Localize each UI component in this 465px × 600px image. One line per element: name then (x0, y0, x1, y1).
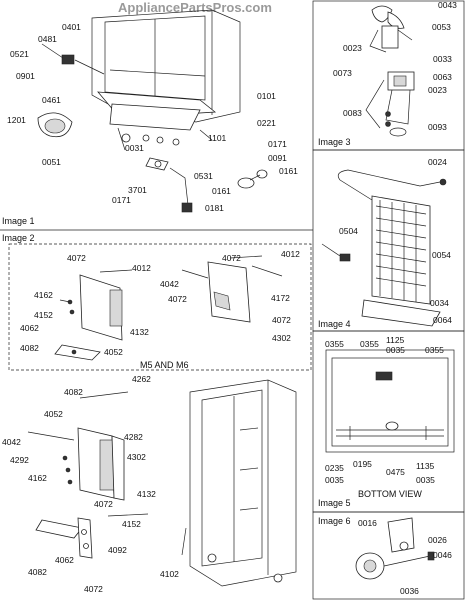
caption-image3: Image 3 (318, 137, 351, 147)
part-label: 0355 (360, 339, 379, 349)
part-label: 0401 (62, 22, 81, 32)
part-label: 0046 (433, 550, 452, 560)
part-label: 0033 (433, 54, 452, 64)
liner-assembly-drawing (27, 391, 149, 559)
image1-drawing (37, 9, 268, 213)
part-label: 0031 (125, 143, 144, 153)
m5m6-dashed-box (8, 243, 312, 371)
part-label: 0073 (333, 68, 352, 78)
image2-drawing (54, 255, 283, 361)
part-label: 4052 (44, 409, 63, 419)
part-label: 0024 (428, 157, 447, 167)
part-label: 4262 (132, 374, 151, 384)
caption-m5m6: M5 AND M6 (140, 360, 189, 370)
part-label: 0195 (353, 459, 372, 469)
caption-image1: Image 1 (2, 216, 35, 226)
part-label: 0461 (42, 95, 61, 105)
part-label: 0475 (386, 467, 405, 477)
part-label: 0101 (257, 91, 276, 101)
part-label: 0026 (428, 535, 447, 545)
part-label: 0161 (212, 186, 231, 196)
part-label: 0053 (432, 22, 451, 32)
part-label: 4282 (124, 432, 143, 442)
part-label: 0531 (194, 171, 213, 181)
image5-drawing (325, 349, 455, 453)
part-label: 0023 (343, 43, 362, 53)
part-label: 0171 (112, 195, 131, 205)
part-label: 0181 (205, 203, 224, 213)
part-label: 4042 (2, 437, 21, 447)
part-label: 4082 (64, 387, 83, 397)
part-label: 4052 (104, 347, 123, 357)
part-label: 4072 (168, 294, 187, 304)
part-label: 4292 (10, 455, 29, 465)
part-label: 4152 (122, 519, 141, 529)
part-label: 0023 (428, 85, 447, 95)
part-label: 4062 (20, 323, 39, 333)
part-label: 0035 (325, 475, 344, 485)
part-label: 4102 (160, 569, 179, 579)
part-label: 1125 (386, 335, 405, 345)
part-label: 0063 (433, 72, 452, 82)
part-label: 0036 (400, 586, 419, 596)
part-label: 0035 (416, 475, 435, 485)
part-label: 0235 (325, 463, 344, 473)
part-label: 4072 (222, 253, 241, 263)
part-label: 0171 (268, 139, 287, 149)
part-label: 4302 (127, 452, 146, 462)
image3-drawing (365, 5, 415, 137)
part-label: 0016 (358, 518, 377, 528)
part-label: 0901 (16, 71, 35, 81)
image4-drawing (321, 169, 447, 327)
panel-frame-image6 (312, 511, 465, 600)
part-label: 1135 (416, 461, 435, 471)
part-label: 4082 (20, 343, 39, 353)
part-label: 4162 (34, 290, 53, 300)
part-label: 4092 (108, 545, 127, 555)
part-label: 3701 (128, 185, 147, 195)
part-label: 0481 (38, 34, 57, 44)
part-label: 4082 (28, 567, 47, 577)
caption-image2: Image 2 (2, 233, 35, 243)
part-label: 0521 (10, 49, 29, 59)
part-label: 0091 (268, 153, 287, 163)
part-label: 0051 (42, 157, 61, 167)
part-label: 4172 (271, 293, 290, 303)
part-label: 4072 (84, 584, 103, 594)
part-label: 0504 (339, 226, 358, 236)
part-label: 1201 (7, 115, 26, 125)
caption-image4: Image 4 (318, 319, 351, 329)
part-label: 0355 (325, 339, 344, 349)
part-label: 4132 (137, 489, 156, 499)
part-label: 0064 (433, 315, 452, 325)
part-label: 0355 (425, 345, 444, 355)
image6-drawing (355, 517, 435, 580)
caption-image5: Image 5 (318, 498, 351, 508)
part-label: 4162 (28, 473, 47, 483)
part-label: 4302 (272, 333, 291, 343)
part-label: 0043 (438, 0, 457, 10)
part-label: 4132 (130, 327, 149, 337)
part-label: 4072 (67, 253, 86, 263)
part-label: 4072 (272, 315, 291, 325)
part-label: 4152 (34, 310, 53, 320)
part-label: 4012 (132, 263, 151, 273)
watermark: AppliancePartsPros.com (118, 0, 272, 15)
part-label: 0161 (279, 166, 298, 176)
part-label: 0034 (430, 298, 449, 308)
caption-bottom-view: BOTTOM VIEW (358, 489, 422, 499)
part-label: 0035 (386, 345, 405, 355)
part-label: 4072 (94, 499, 113, 509)
part-label: 0221 (257, 118, 276, 128)
part-label: 4062 (55, 555, 74, 565)
part-label: 4012 (281, 249, 300, 259)
part-label: 0083 (343, 108, 362, 118)
part-label: 0093 (428, 122, 447, 132)
part-label: 4042 (160, 279, 179, 289)
cabinet-drawing (181, 379, 297, 587)
caption-image6: Image 6 (318, 516, 351, 526)
part-label: 1101 (208, 133, 227, 143)
part-label: 0054 (432, 250, 451, 260)
